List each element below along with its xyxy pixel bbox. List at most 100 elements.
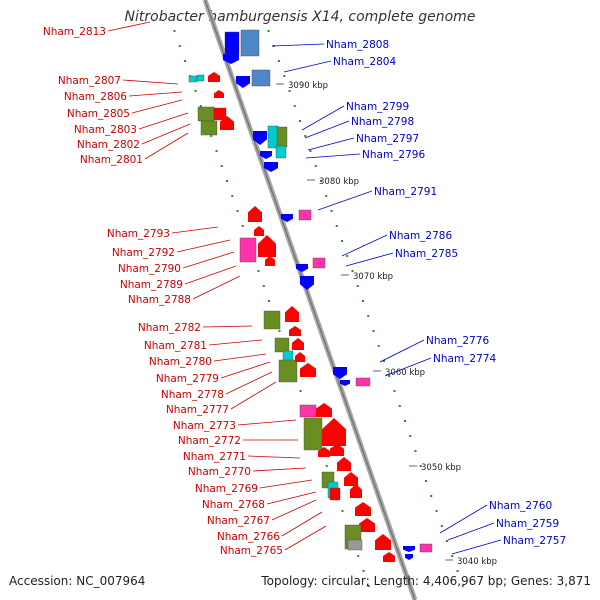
gene-glyph[interactable] <box>275 145 287 159</box>
gene-glyph[interactable] <box>355 502 371 516</box>
gene-glyph[interactable] <box>264 162 278 172</box>
gene-label-right[interactable]: Nham_2757 <box>503 535 566 547</box>
gene-glyph[interactable] <box>258 235 276 257</box>
gene-glyph[interactable] <box>333 367 347 379</box>
gene-label-right[interactable]: Nham_2759 <box>496 518 559 530</box>
gene-label-left[interactable]: Nham_2766 <box>217 531 280 543</box>
gene-glyph[interactable] <box>295 352 305 362</box>
gene-glyph[interactable] <box>285 306 299 322</box>
gene-label-right[interactable]: Nham_2797 <box>356 133 419 145</box>
gene-glyph[interactable] <box>276 126 288 148</box>
gene-glyph[interactable] <box>337 457 351 471</box>
gene-label-left[interactable]: Nham_2807 <box>58 75 121 87</box>
scale-tick-label: 3060 kbp <box>385 368 425 378</box>
gene-glyph[interactable] <box>322 418 346 446</box>
gene-glyph[interactable] <box>224 31 240 55</box>
gene-label-left[interactable]: Nham_2802 <box>77 139 140 151</box>
gene-label-left[interactable]: Nham_2782 <box>138 322 201 334</box>
gene-glyph[interactable] <box>296 264 308 272</box>
gene-glyph[interactable] <box>223 54 239 64</box>
gene-label-right[interactable]: Nham_2786 <box>389 230 452 242</box>
gene-label-left[interactable]: Nham_2767 <box>207 515 270 527</box>
gene-glyph[interactable] <box>281 214 293 222</box>
gene-glyph[interactable] <box>312 257 326 269</box>
gene-glyph[interactable] <box>383 552 395 562</box>
gene-label-right[interactable]: Nham_2785 <box>395 248 458 260</box>
gene-label-left[interactable]: Nham_2778 <box>161 389 224 401</box>
gene-glyph[interactable] <box>330 444 344 456</box>
gene-glyph[interactable] <box>265 256 275 266</box>
gene-glyph[interactable] <box>253 131 267 145</box>
gene-glyph[interactable] <box>316 403 332 417</box>
gene-label-left[interactable]: Nham_2768 <box>202 499 265 511</box>
gene-glyph[interactable] <box>248 206 262 222</box>
gene-label-left[interactable]: Nham_2792 <box>112 247 175 259</box>
gene-label-left[interactable]: Nham_2793 <box>107 228 170 240</box>
gene-label-left[interactable]: Nham_2788 <box>128 294 191 306</box>
gene-glyph[interactable] <box>197 106 215 122</box>
gene-glyph[interactable] <box>359 518 375 532</box>
gene-glyph[interactable] <box>239 237 257 263</box>
gene-label-left[interactable]: Nham_2770 <box>188 466 251 478</box>
gene-glyph[interactable] <box>375 534 391 550</box>
gene-label-left[interactable]: Nham_2780 <box>149 356 212 368</box>
gene-glyph[interactable] <box>292 338 304 350</box>
gene-label-left[interactable]: Nham_2805 <box>67 108 130 120</box>
gene-label-right[interactable]: Nham_2791 <box>374 186 437 198</box>
gene-glyph[interactable] <box>220 116 234 130</box>
gene-glyph[interactable] <box>289 326 301 336</box>
gene-glyph[interactable] <box>267 125 279 149</box>
gene-label-left[interactable]: Nham_2771 <box>183 451 246 463</box>
gene-glyph[interactable] <box>200 120 218 136</box>
gene-glyph[interactable] <box>196 74 205 82</box>
gene-label-left[interactable]: Nham_2765 <box>220 545 283 557</box>
gene-label-right[interactable]: Nham_2798 <box>351 116 414 128</box>
gene-glyph[interactable] <box>403 546 415 552</box>
gene-glyph[interactable] <box>329 487 341 501</box>
gene-label-right[interactable]: Nham_2796 <box>362 149 425 161</box>
gene-glyph[interactable] <box>254 226 264 236</box>
gene-glyph[interactable] <box>350 484 362 498</box>
gene-glyph[interactable] <box>344 472 358 486</box>
gene-label-right[interactable]: Nham_2808 <box>326 39 389 51</box>
gene-glyph[interactable] <box>236 76 250 88</box>
gene-glyph[interactable] <box>299 404 317 418</box>
gene-label-right[interactable]: Nham_2760 <box>489 500 552 512</box>
gene-glyph[interactable] <box>300 276 314 290</box>
gene-label-left[interactable]: Nham_2813 <box>43 26 106 38</box>
gene-label-left[interactable]: Nham_2769 <box>195 483 258 495</box>
gene-glyph[interactable] <box>208 72 220 82</box>
gene-glyph[interactable] <box>278 359 298 383</box>
gene-label-right[interactable]: Nham_2774 <box>433 353 496 365</box>
gene-glyph[interactable] <box>263 310 281 330</box>
gene-glyph[interactable] <box>303 417 323 451</box>
gene-label-left[interactable]: Nham_2803 <box>74 124 137 136</box>
gene-label-left[interactable]: Nham_2772 <box>178 435 241 447</box>
gene-label-right[interactable]: Nham_2776 <box>426 335 489 347</box>
gene-glyph[interactable] <box>300 363 316 377</box>
gene-label-right[interactable]: Nham_2799 <box>346 101 409 113</box>
gene-label-left[interactable]: Nham_2781 <box>144 340 207 352</box>
gene-glyph[interactable] <box>251 69 271 87</box>
gene-glyph[interactable] <box>260 151 272 159</box>
gene-glyph[interactable] <box>340 380 350 386</box>
gene-glyph[interactable] <box>355 377 371 387</box>
gene-glyph[interactable] <box>240 29 260 57</box>
gene-label-left[interactable]: Nham_2777 <box>166 404 229 416</box>
gene-label-left[interactable]: Nham_2773 <box>173 420 236 432</box>
gene-label-right[interactable]: Nham_2804 <box>333 56 396 68</box>
gene-glyph[interactable] <box>347 539 363 551</box>
gene-glyph[interactable] <box>188 75 198 83</box>
gene-glyph[interactable] <box>405 554 413 560</box>
gene-label-left[interactable]: Nham_2790 <box>118 263 181 275</box>
gene-glyph[interactable] <box>318 447 330 457</box>
gene-glyph[interactable] <box>274 337 290 353</box>
gene-label-left[interactable]: Nham_2806 <box>64 91 127 103</box>
gene-glyph[interactable] <box>214 90 224 98</box>
gene-glyph[interactable] <box>298 209 312 221</box>
gene-label-left[interactable]: Nham_2789 <box>120 279 183 291</box>
gene-glyph[interactable] <box>213 107 227 121</box>
gene-glyph[interactable] <box>419 543 433 553</box>
gene-label-left[interactable]: Nham_2801 <box>80 154 143 166</box>
gene-label-left[interactable]: Nham_2779 <box>156 373 219 385</box>
